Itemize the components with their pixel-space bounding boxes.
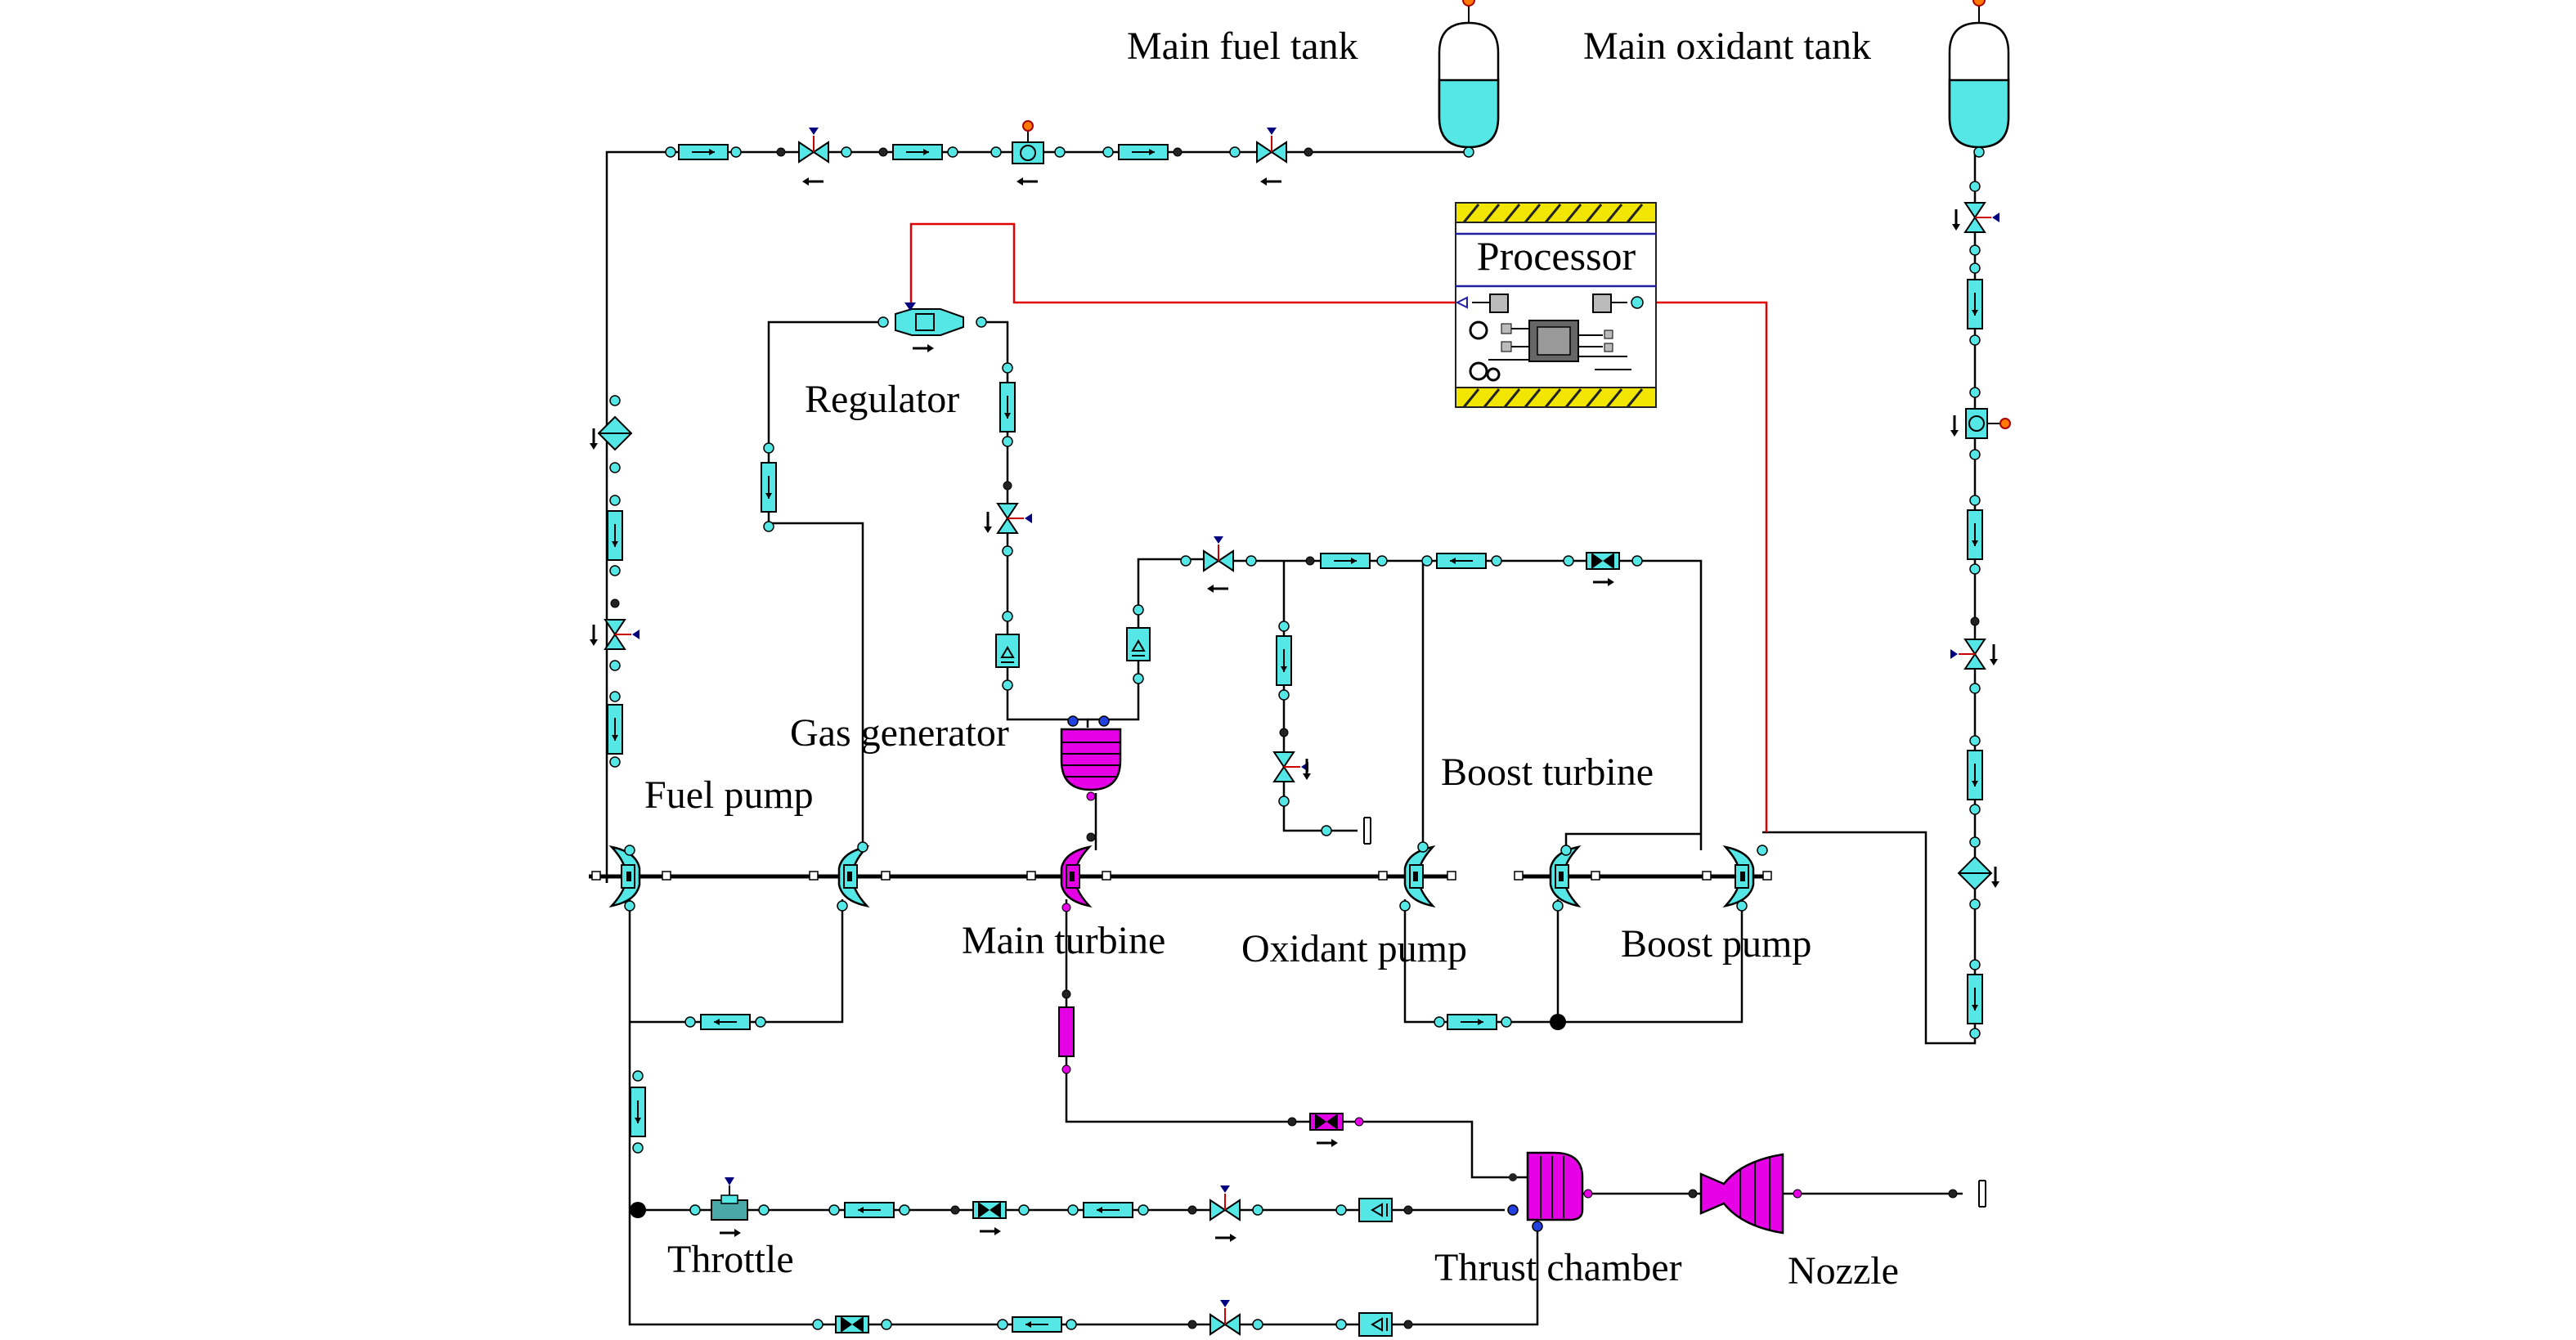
- label-gas-generator: Gas generator: [790, 711, 1009, 755]
- nozzle: [1688, 1153, 1986, 1235]
- pump-outlet-components: [630, 1014, 1566, 1218]
- oxidant-column-components: [1949, 181, 2011, 1039]
- boost-turbine: [1514, 845, 1600, 912]
- label-thrust-chamber: Thrust chamber: [1434, 1246, 1682, 1289]
- label-main-fuel-tank: Main fuel tank: [1127, 25, 1358, 68]
- label-boost-pump: Boost pump: [1621, 922, 1811, 966]
- label-throttle: Throttle: [667, 1238, 794, 1281]
- label-main-oxidant-tank: Main oxidant tank: [1583, 25, 1871, 68]
- control-signal-lines: [909, 222, 1768, 832]
- fuel-pump-2: [809, 841, 891, 912]
- thrust-chamber: [1507, 1151, 1593, 1232]
- label-oxidant-pump: Oxidant pump: [1241, 927, 1467, 970]
- fuel-pump: [591, 845, 671, 912]
- label-regulator: Regulator: [805, 378, 959, 421]
- regulator-valve: [877, 303, 987, 354]
- label-nozzle: Nozzle: [1788, 1249, 1899, 1293]
- fuel-feed-line-components: [665, 120, 1313, 187]
- gas-generator: [1060, 715, 1122, 842]
- processor-label: Processor: [1477, 233, 1636, 279]
- oxidant-pump: [1378, 841, 1456, 912]
- pressure-sensor-icon: [1949, 408, 2011, 439]
- throttle-valve: [689, 1177, 770, 1239]
- circuit-board-icon: [1455, 294, 1644, 382]
- main-oxidant-tank: [1948, 0, 2010, 158]
- processor-block: Processor: [1455, 202, 1657, 408]
- hot-gas-line-components: [1058, 989, 1364, 1149]
- label-boost-turbine: Boost turbine: [1441, 751, 1654, 794]
- main-turbine: [1026, 845, 1111, 912]
- label-fuel-pump: Fuel pump: [644, 773, 814, 817]
- throttle-line-components: [689, 1177, 1413, 1244]
- main-fuel-tank: [1438, 0, 1500, 158]
- boost-pump: [1702, 845, 1772, 912]
- diagram-labels: Main fuel tank Main oxidant tank Regulat…: [644, 25, 1899, 1293]
- oxidant-branch-components: [1180, 536, 1643, 845]
- bottom-line-components: [812, 1299, 1413, 1337]
- fuel-column-components: [588, 395, 640, 768]
- label-main-turbine: Main turbine: [962, 919, 1165, 962]
- pressure-sensor-icon: [990, 120, 1066, 187]
